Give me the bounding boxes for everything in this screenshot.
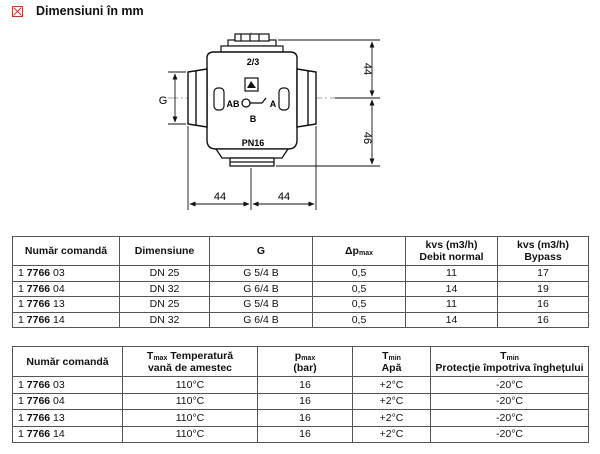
pmax-cell: 16 — [257, 409, 353, 427]
kvs-bypass-cell: 17 — [497, 265, 589, 282]
pmax-cell: 16 — [257, 392, 353, 410]
col-order-number: Număr comandă — [12, 346, 123, 377]
dimension-left-44: 44 — [214, 191, 226, 203]
col-kvs-bypass: kvs (m3/h)Bypass — [497, 236, 589, 266]
broken-image-icon — [12, 5, 23, 17]
dimension-top-44: 44 — [361, 63, 373, 75]
order-number: 1 7766 13 — [12, 409, 123, 427]
mark-2-3: 2/3 — [247, 57, 260, 67]
dp-cell: 0,5 — [312, 280, 406, 297]
table-row: 1 7766 04 110°C 16 +2°C -20°C — [12, 392, 589, 410]
tmin-frost-cell: -20°C — [430, 425, 589, 443]
dp-cell: 0,5 — [312, 311, 406, 328]
tmin-water-cell: +2°C — [352, 425, 431, 443]
kvs-normal-cell: 11 — [405, 265, 498, 282]
dp-cell: 0,5 — [312, 296, 406, 313]
tmin-water-cell: +2°C — [352, 376, 431, 394]
order-number: 1 7766 04 — [12, 280, 120, 297]
kvs-bypass-cell: 19 — [497, 280, 589, 297]
order-number: 1 7766 13 — [12, 296, 120, 313]
table-row: 1 7766 04 DN 32 G 6/4 B 0,5 14 19 — [12, 280, 589, 297]
table-row: 1 7766 13 110°C 16 +2°C -20°C — [12, 409, 589, 427]
tmax-cell: 110°C — [122, 392, 258, 410]
order-number: 1 7766 03 — [12, 265, 120, 282]
col-dp-max: Δpmax — [312, 236, 406, 266]
kvs-bypass-cell: 16 — [497, 296, 589, 313]
specs-table-flow: Număr comandă Dimensiune G Δpmax kvs (m3… — [12, 236, 589, 328]
dimension-cell: DN 25 — [119, 296, 210, 313]
tmin-water-cell: +2°C — [352, 409, 431, 427]
pmax-cell: 16 — [257, 425, 353, 443]
tmin-water-cell: +2°C — [352, 392, 431, 410]
g-cell: G 5/4 B — [209, 296, 313, 313]
mark-b: B — [250, 114, 257, 124]
table-row: 1 7766 14 110°C 16 +2°C -20°C — [12, 425, 589, 443]
tmax-cell: 110°C — [122, 376, 258, 394]
col-pmax: pmax(bar) — [257, 346, 353, 377]
dimension-cell: DN 32 — [119, 280, 210, 297]
page-title: Dimensiuni în mm — [36, 4, 144, 18]
brand-logo — [244, 77, 259, 92]
kvs-normal-cell: 11 — [405, 296, 498, 313]
kvs-normal-cell: 14 — [405, 311, 498, 328]
table-row: 1 7766 14 DN 32 G 6/4 B 0,5 14 16 — [12, 311, 589, 328]
order-number: 1 7766 03 — [12, 376, 123, 394]
g-cell: G 5/4 B — [209, 265, 313, 282]
g-cell: G 6/4 B — [209, 311, 313, 328]
col-order-number: Număr comandă — [12, 236, 120, 266]
mark-ab: AB — [227, 99, 240, 109]
kvs-normal-cell: 14 — [405, 280, 498, 297]
g-cell: G 6/4 B — [209, 280, 313, 297]
dp-cell: 0,5 — [312, 265, 406, 282]
col-g: G — [209, 236, 313, 266]
order-number: 1 7766 14 — [12, 425, 123, 443]
tmax-cell: 110°C — [122, 425, 258, 443]
page-header: Dimensiuni în mm — [12, 3, 144, 19]
order-number: 1 7766 04 — [12, 392, 123, 410]
dimension-right-44: 44 — [278, 191, 290, 203]
flow-handle-icon — [241, 97, 267, 108]
tmax-cell: 110°C — [122, 409, 258, 427]
dimension-cell: DN 25 — [119, 265, 210, 282]
pmax-cell: 16 — [257, 376, 353, 394]
mark-a: A — [270, 99, 277, 109]
table-row: 1 7766 03 110°C 16 +2°C -20°C — [12, 376, 589, 394]
dimension-bottom-46: 46 — [361, 132, 373, 144]
table-row: 1 7766 13 DN 25 G 5/4 B 0,5 11 16 — [12, 296, 589, 313]
kvs-bypass-cell: 16 — [497, 311, 589, 328]
col-dimension: Dimensiune — [119, 236, 210, 266]
tmin-frost-cell: -20°C — [430, 409, 589, 427]
tmin-frost-cell: -20°C — [430, 376, 589, 394]
valve-dimension-drawing: 2/3 AB A B PN16 G 44 46 44 44 — [159, 32, 380, 210]
tmin-frost-cell: -20°C — [430, 392, 589, 410]
order-number: 1 7766 14 — [12, 311, 120, 328]
mark-pn16: PN16 — [242, 138, 265, 148]
dimension-g-label: G — [159, 95, 168, 107]
table-row: 1 7766 03 DN 25 G 5/4 B 0,5 11 17 — [12, 265, 589, 282]
dimension-cell: DN 32 — [119, 311, 210, 328]
col-kvs-normal: kvs (m3/h)Debit normal — [405, 236, 498, 266]
